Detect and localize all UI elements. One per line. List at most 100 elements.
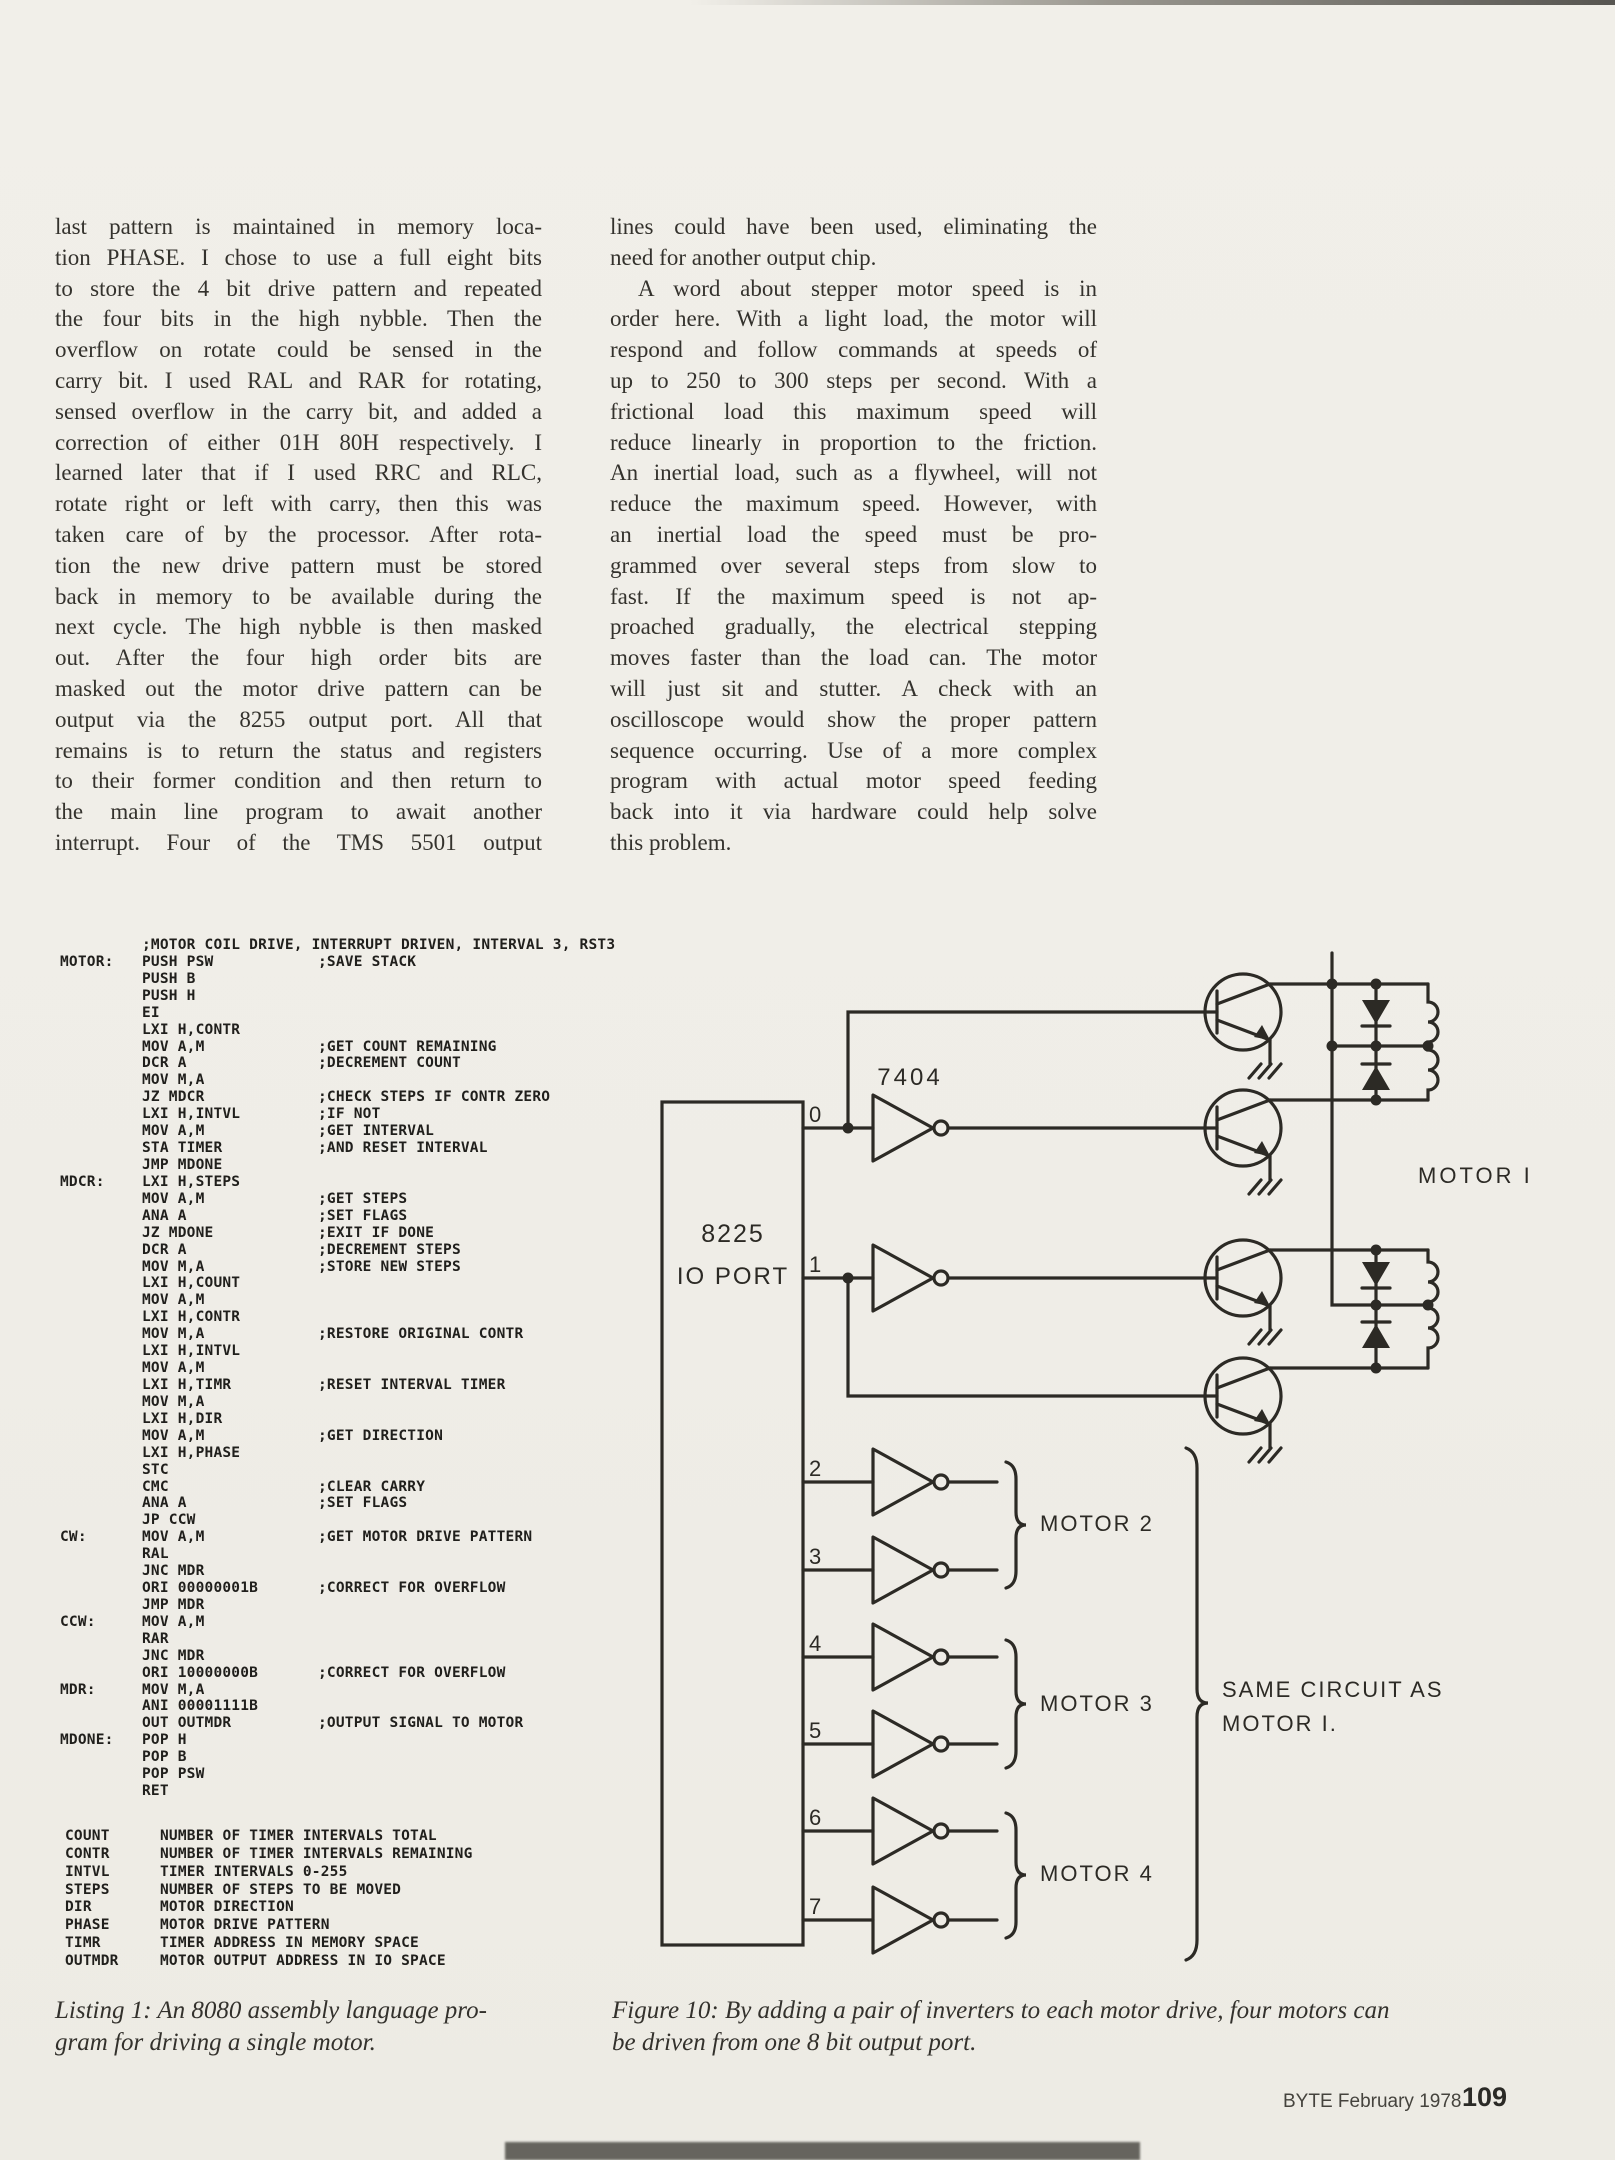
body-text-line: reduce linearly in proportion to the fri… [610, 429, 1097, 455]
listing-code-line: MOV A,M;GET STEPS [142, 1190, 408, 1207]
body-text-line: up to 250 to 300 steps per second. With … [610, 367, 1097, 393]
listing-code-line: CW:MOV A,M;GET MOTOR DRIVE PATTERN [60, 1529, 533, 1546]
listing-code-line: MOV M,A;RESTORE ORIGINAL CONTR [142, 1326, 524, 1343]
body-text-line: tion PHASE. I chose to use a full eight … [55, 244, 542, 270]
listing-code-line: LXI H,DIR [142, 1410, 223, 1427]
body-text-line: program with actual motor speed feeding [610, 768, 1097, 794]
footer-page-number: 109 [1462, 2082, 1508, 2112]
listing-code-line: ORI 10000000B;CORRECT FOR OVERFLOW [142, 1664, 506, 1681]
flyback-diode-icon [1360, 982, 1392, 1048]
body-text-line: correction of either 01H 80H respectivel… [55, 429, 542, 455]
listing-code-line: JZ MDCR;CHECK STEPS IF CONTR ZERO [142, 1089, 551, 1106]
npn-transistor-icon [1203, 972, 1283, 1080]
listing-code-line: PUSH B [142, 970, 196, 987]
figure-caption-line: be driven from one 8 bit output port. [612, 2028, 977, 2056]
listing-code-line: JP CCW [142, 1512, 196, 1529]
body-text-line: oscilloscope would show the proper patte… [610, 706, 1097, 732]
listing-code-line: PUSH H [142, 987, 196, 1004]
listing-caption-line: gram for driving a single motor. [55, 2028, 376, 2056]
listing-code-line: DCR A;DECREMENT COUNT [142, 1055, 461, 1072]
body-text-line: an inertial load the speed must be pro- [610, 521, 1097, 547]
body-text-line: learned later that if I used RRC and RLC… [55, 460, 542, 486]
listing-code-line: LXI H,COUNT [142, 1275, 241, 1292]
listing-code-line: MDONE:POP H [60, 1732, 187, 1749]
column-left: last pattern is maintained in memory loc… [55, 212, 542, 859]
motor2-brace [1004, 1460, 1027, 1590]
listing-code-line: STA TIMER;AND RESET INTERVAL [142, 1140, 488, 1157]
listing-code-line: MOV M,A;STORE NEW STEPS [142, 1258, 461, 1275]
body-text-line: the main line program to await another [55, 799, 542, 825]
listing-code-line: MOV A,M;GET INTERVAL [142, 1123, 435, 1140]
listing-code-line: STC [142, 1461, 169, 1478]
body-text-line: sensed overflow in the carry bit, and ad… [55, 398, 542, 424]
power-bus-line [1330, 951, 1378, 1307]
listing-code-line: CMC;CLEAR CARRY [142, 1478, 426, 1495]
column-right: lines could have been used, eliminating … [610, 212, 1097, 859]
listing-code-line: LXI H,PHASE [142, 1444, 241, 1461]
body-text-line: rotate right or left with carry, then th… [55, 491, 542, 517]
listing-code-line: RAL [142, 1546, 169, 1563]
listing-code-line: LXI H,CONTR [142, 1309, 241, 1326]
body-text-line: overflow on rotate could be sensed in th… [55, 337, 542, 363]
listing-code: ;MOTOR COIL DRIVE, INTERRUPT DRIVEN, INT… [60, 937, 640, 1800]
scan-edge-bottom [505, 2142, 1140, 2160]
body-text-line: taken care of by the processor. After ro… [55, 521, 542, 547]
listing-caption-line: Listing 1: An 8080 assembly language pro… [55, 1997, 487, 2024]
listing-code-line: ORI 00000001B;CORRECT FOR OVERFLOW [142, 1580, 506, 1597]
body-text-line: lines could have been used, eliminating … [610, 214, 1097, 239]
listing-code-line: MDCR:LXI H,STEPS [60, 1173, 241, 1190]
pin-label-4: 4 [809, 1631, 821, 1656]
listing-code-line: RAR [142, 1630, 169, 1647]
inverter-gate-icon [871, 1243, 950, 1313]
listing-code-line: LXI H,TIMR;RESET INTERVAL TIMER [142, 1376, 506, 1393]
body-text-line: tion the new drive pattern must be store… [55, 552, 542, 578]
listing-code-line: OUT OUTMDR;OUTPUT SIGNAL TO MOTOR [142, 1715, 524, 1732]
motor3-brace [1004, 1638, 1027, 1770]
collector-wires [1266, 982, 1430, 1370]
body-text-line: order here. With a light load, the motor… [610, 306, 1097, 332]
listing-code-line: EI [142, 1004, 160, 1021]
body-text-line: this problem. [610, 829, 732, 855]
listing-caption: Listing 1: An 8080 assembly language pro… [55, 1995, 575, 2058]
figure-10-schematic: 8225 IO PORT 7404 0 1 2 3 4 5 6 7 [660, 951, 1530, 1962]
listing-code-line: JZ MDONE;EXIT IF DONE [142, 1224, 435, 1241]
inverter-gate-icon [871, 1885, 950, 1955]
body-text-line: need for another output chip. [610, 244, 877, 270]
body-text-line: output via the 8255 output port. All tha… [55, 706, 542, 732]
listing-code-line: ;MOTOR COIL DRIVE, INTERRUPT DRIVEN, INT… [142, 937, 616, 953]
motor4-brace [1004, 1811, 1027, 1940]
pin-label-3: 3 [809, 1544, 821, 1569]
listing-code-line: LXI H,CONTR [142, 1021, 241, 1038]
body-text-line: An inertial load, such as a flywheel, wi… [610, 460, 1097, 486]
flyback-diode-icon [1360, 1303, 1392, 1370]
body-text-line: proached gradually, the electrical stepp… [610, 614, 1097, 640]
listing-code-line: DCR A;DECREMENT STEPS [142, 1241, 461, 1258]
body-text-line: sequence occurring. Use of a more comple… [610, 737, 1097, 763]
pin1-direct-wire [846, 1276, 1207, 1398]
listing-code-line: POP PSW [142, 1766, 205, 1783]
listing-code-line: JNC MDR [142, 1563, 205, 1580]
flyback-diode-icon [1360, 1044, 1392, 1102]
listing-code-line: JNC MDR [142, 1647, 205, 1664]
body-text-line: fast. If the maximum speed is not ap- [610, 583, 1097, 609]
inverter-gate-icon [871, 1093, 950, 1163]
footer-magazine-date: BYTE February 1978 [1283, 2091, 1462, 2112]
body-text-line: frictional load this maximum speed will [610, 398, 1097, 424]
body-text-line: out. After the four high order bits are [55, 645, 542, 671]
listing-code-line: LXI H,INTVL [142, 1343, 241, 1360]
listing-code-line: POP B [142, 1749, 187, 1766]
body-text-line: carry bit. I used RAL and RAR for rotati… [55, 367, 542, 393]
pin-label-2: 2 [809, 1456, 821, 1481]
motor2-label: MOTOR 2 [1040, 1511, 1154, 1536]
flyback-diode-icon [1360, 1248, 1392, 1307]
listing-code-line: ANA A;SET FLAGS [142, 1495, 408, 1512]
inverter-output-wires [946, 1126, 1207, 1922]
listing-code-line: MOV M,A [142, 1072, 205, 1089]
listing-code-line: MOV A,M;GET COUNT REMAINING [142, 1038, 497, 1055]
